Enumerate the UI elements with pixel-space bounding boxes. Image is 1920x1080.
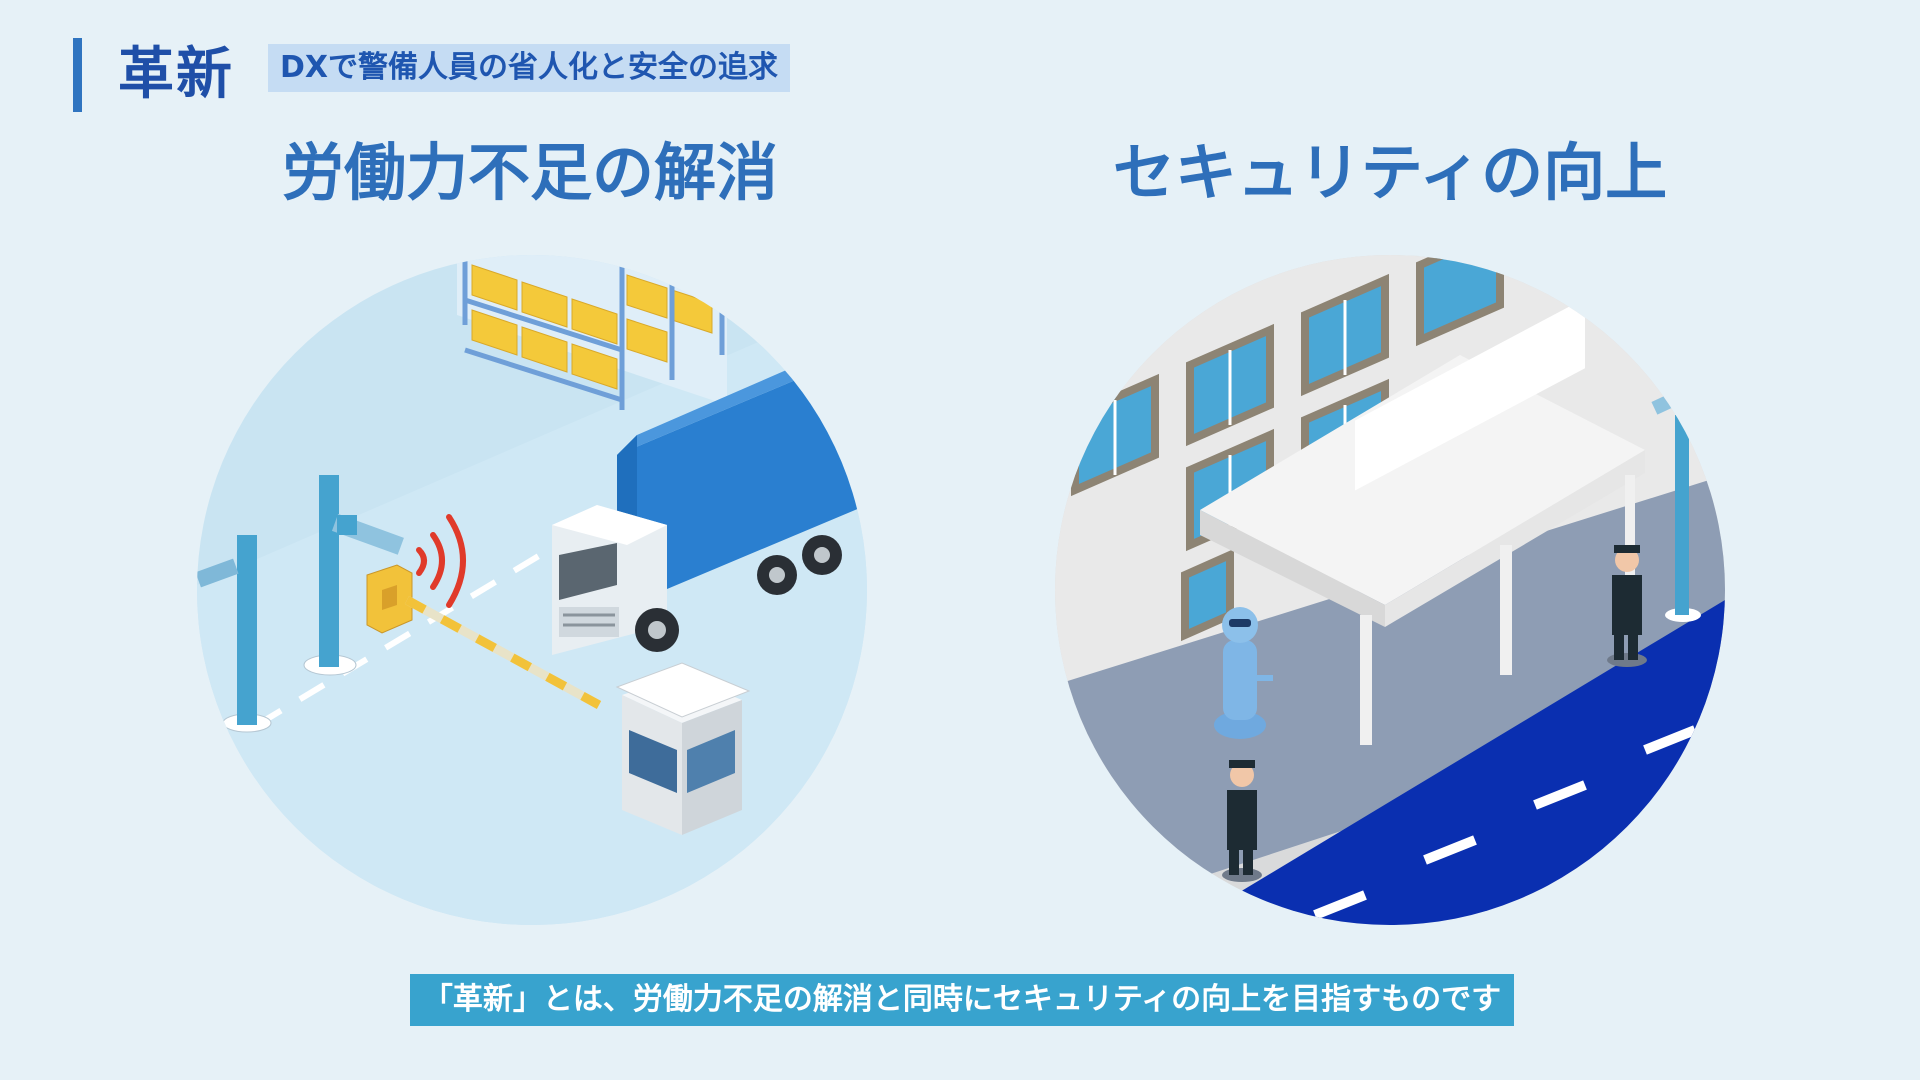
page-title: 革新 xyxy=(118,42,234,107)
entrance-canopy-icon xyxy=(1200,298,1645,745)
panel-title-labor-shortage: 労働力不足の解消 xyxy=(281,136,778,209)
panel-title-security-improvement: セキュリティの向上 xyxy=(1112,136,1668,209)
page-subtitle-tag: DXで警備人員の省人化と安全の追求 xyxy=(268,44,791,92)
guard-booth-icon xyxy=(615,662,751,835)
security-guard-icon xyxy=(1222,760,1262,882)
summary-caption: 「革新」とは、労働力不足の解消と同時にセキュリティの向上を目指すものです xyxy=(410,974,1514,1026)
guide-robot-icon xyxy=(1214,607,1273,739)
boom-barrier-icon xyxy=(404,596,602,709)
security-guard-icon xyxy=(1607,545,1647,667)
labor-shortage-illustration xyxy=(197,255,867,925)
wireless-signal-icon xyxy=(416,514,466,608)
warehouse-shelf-icon xyxy=(457,255,727,410)
header-accent-bar xyxy=(73,38,82,112)
security-improvement-illustration xyxy=(1055,255,1725,925)
camera-pole-icon xyxy=(1651,389,1701,622)
card-reader-icon xyxy=(366,564,413,634)
road-icon xyxy=(1185,600,1725,925)
security-camera-icon xyxy=(197,475,404,733)
